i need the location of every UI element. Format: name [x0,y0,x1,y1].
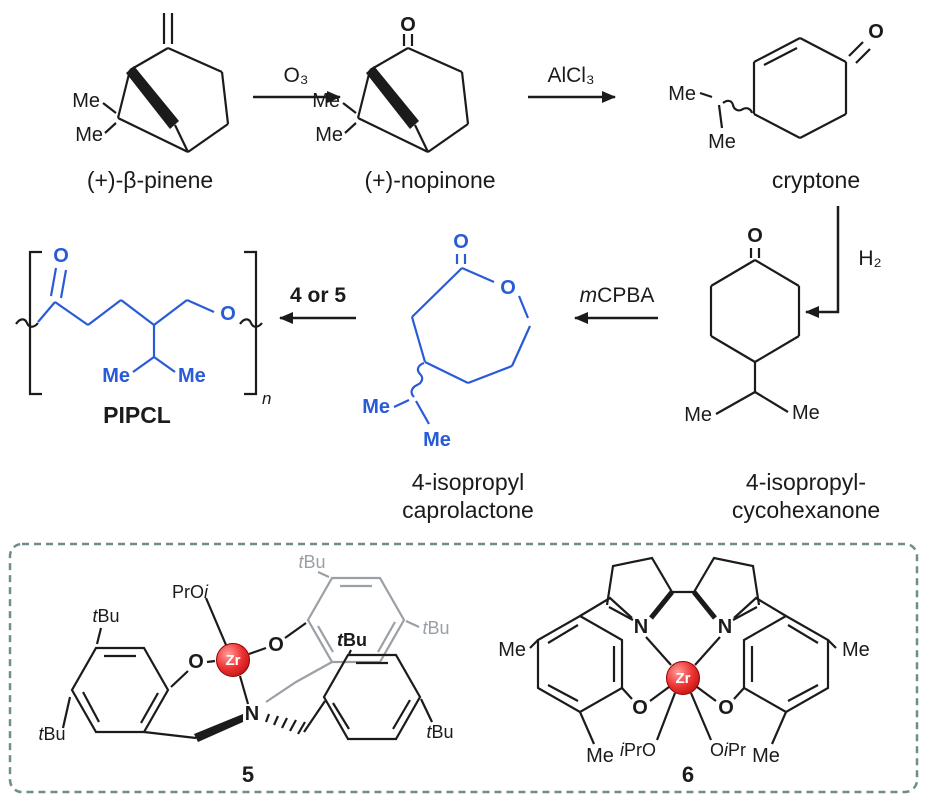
complex6-me-label: Me [752,745,780,767]
complex6-ipro-label: iPrO [620,740,656,760]
complex6-zr-sphere [666,661,700,695]
structure-caprolactone: O O Me Me 4-isopropyl caprolactone [362,231,534,523]
complex5-isopropoxide-label: PrOi [172,582,209,602]
complex6-me-label: Me [586,745,614,767]
cyclohexanone-o-atom: O [747,225,763,247]
caprolactone-me-label: Me [423,429,451,451]
pipcl-me-label: Me [102,365,130,387]
label-o3: O₃ [284,64,309,87]
cyclohexanone-skeleton [709,248,801,415]
caption-cyclohexanone-1: 4-isopropyl- [746,469,866,495]
caption-cyclohexanone-2: cycohexanone [732,497,880,523]
pipcl-chain-o: O [220,303,236,325]
complex5-skeleton [61,597,433,742]
complex6-n-atom: N [634,616,648,638]
structure-cyclohexanone: O Me Me 4-isopropyl- cycohexanone [684,225,880,523]
complex5-zr-label: Zr [226,652,241,669]
pipcl-n-subscript: n [262,389,271,408]
label-mcpba: mCPBA [580,284,655,307]
pipcl-brackets [15,250,263,396]
complex6-n-atom: N [718,616,732,638]
caprolactone-me-label: Me [362,396,390,418]
cryptone-skeleton [699,37,871,139]
caption-caprolactone-1: 4-isopropyl [412,469,525,495]
complex5-tbu-gray-label: tBu [422,618,449,638]
cryptone-o-atom: O [868,21,884,43]
caption-caprolactone-2: caprolactone [402,497,534,523]
beta-pinene-skeleton [102,13,230,153]
arrow-alcl3: AlCl₃ [528,64,616,103]
nopinone-me-label: Me [315,124,343,146]
arrow-o3: O₃ [253,64,341,103]
complex6-o-atom: O [632,697,648,719]
caption-nopinone: (+)-nopinone [364,167,495,193]
caption-cryptone: cryptone [772,167,860,193]
complex5-o-atom: O [268,634,284,656]
structure-complex-5: tBu tBu [38,552,453,787]
complex6-me-label: Me [842,639,870,661]
arrow-mcpba: mCPBA [574,284,658,324]
catalyst-box-border [8,542,919,794]
structure-beta-pinene: Me Me (+)-β-pinene [72,13,230,193]
structure-pipcl: O O Me Me n PIPCL [15,245,271,428]
pipcl-carbonyl-o: O [53,245,69,267]
complex5-tbu-label: tBu [38,724,65,744]
cyclohexanone-me-label: Me [792,402,820,424]
arrow-h2: H₂ [805,206,882,318]
complex5-n-atom: N [245,703,259,725]
caprolactone-ring-o: O [500,277,516,299]
pipcl-chain [37,267,215,373]
label-4-or-5: 4 or 5 [290,284,346,307]
structure-cryptone: O Me Me cryptone [668,21,884,193]
structure-nopinone: O Me Me (+)-nopinone [312,14,495,193]
pinene-me-label: Me [75,124,103,146]
complex5-zr-sphere [216,643,250,677]
caprolactone-carbonyl-o: O [453,231,469,253]
complex6-oipr-label: OiPr [710,740,746,760]
complex5-o-atom: O [188,651,204,673]
pipcl-me-label: Me [178,365,206,387]
nopinone-me-label: Me [312,90,340,112]
cryptone-me-label: Me [708,131,736,153]
structure-complex-6: N N O O iPrO OiPr Me Me Me Me Zr 6 [498,556,870,787]
complex5-tbu-gray-label: tBu [298,552,325,572]
arrow-catalyst: 4 or 5 [279,284,356,324]
complex5-tbu-label: tBu [426,722,453,742]
cyclohexanone-me-label: Me [684,404,712,426]
pinene-me-label: Me [72,90,100,112]
complex5-number: 5 [242,762,254,787]
complex6-me-label: Me [498,639,526,661]
caprolactone-skeleton [393,254,532,425]
complex6-skeleton [529,556,837,745]
nopinone-skeleton [342,34,470,153]
label-h2: H₂ [858,247,881,270]
cryptone-me-label: Me [668,83,696,105]
complex6-number: 6 [682,762,694,787]
complex5-tbu-bold-label: tBu [337,630,367,650]
complex6-zr-label: Zr [676,670,691,687]
complex5-tbu-label: tBu [92,606,119,626]
complex6-o-atom: O [718,697,734,719]
label-alcl3: AlCl₃ [547,64,594,87]
caption-pipcl: PIPCL [103,402,171,428]
nopinone-o-atom: O [400,14,416,36]
caption-beta-pinene: (+)-β-pinene [87,167,213,193]
